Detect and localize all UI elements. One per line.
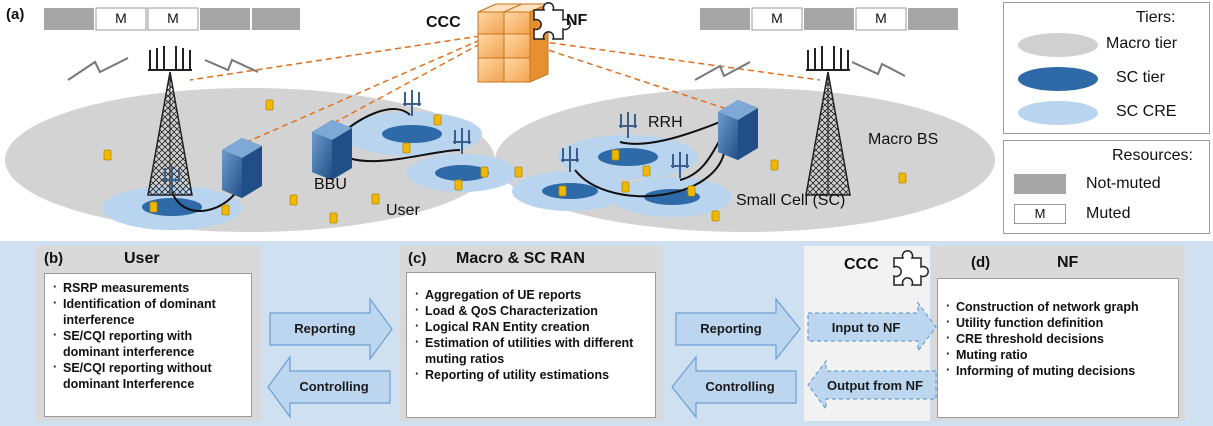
panel-ran: (c) Macro & SC RAN Aggregation of UE rep… — [400, 246, 663, 421]
arrow-controlling-ran — [671, 355, 797, 419]
small-cell-right-3 — [612, 177, 732, 217]
flow-arrows — [267, 297, 937, 419]
legend-label-cre: SC CRE — [1116, 103, 1177, 120]
small-cell-right-2 — [512, 171, 628, 211]
panel-nf-title: NF — [1057, 254, 1079, 271]
legend-swatch-sc — [1018, 67, 1098, 91]
legend-tiers-title: Tiers: — [1136, 9, 1176, 26]
network-scenario-illustration — [5, 2, 995, 232]
list-item: CRE threshold decisions — [946, 330, 1170, 347]
list-item: Reporting of utility estimations — [415, 366, 647, 383]
bbu-server-right — [718, 100, 758, 160]
macro-bs-label: Macro BS — [868, 131, 939, 148]
legend-swatch-not-muted — [1014, 174, 1066, 194]
ccc-server-icon — [477, 3, 549, 83]
panel-user-title: User — [124, 250, 160, 267]
legend-label-macro: Macro tier — [1106, 35, 1178, 52]
list-item: Estimation of utilities with different m… — [415, 334, 647, 367]
macro-tower-left — [147, 46, 193, 196]
panel-nf-list-box: Construction of network graph Utility fu… — [937, 278, 1179, 418]
puzzle-icon — [533, 2, 571, 40]
arrow-label-controlling: Controlling — [705, 379, 775, 394]
list-item: RSRP measurements — [53, 279, 243, 296]
legend-swatch-cre — [1018, 101, 1098, 125]
legend-tiers: Tiers: Macro tier SC tier SC CRE — [1003, 2, 1210, 134]
list-item: SE/CQI reporting with dominant interfere… — [53, 327, 243, 360]
panel-user-list-box: RSRP measurements Identification of domi… — [44, 273, 252, 417]
small-cell-mid-1 — [342, 112, 482, 156]
resource-bar-right — [700, 7, 958, 31]
panel-letter-a: (a) — [6, 6, 25, 23]
list-item: Logical RAN Entity creation — [415, 318, 647, 335]
arrow-label-controlling: Controlling — [299, 379, 369, 394]
nf-label: NF — [566, 12, 588, 29]
macro-tower-right — [805, 46, 851, 196]
list-item: Muting ratio — [946, 346, 1170, 363]
arrow-label-reporting: Reporting — [294, 321, 356, 336]
panel-ran-list-box: Aggregation of UE reports Load & QoS Cha… — [406, 272, 656, 418]
panel-user: (b) User RSRP measurements Identificatio… — [36, 246, 261, 421]
muted-mark: M — [875, 10, 887, 26]
muted-mark: M — [771, 10, 783, 26]
legend-resources: Resources: Not-muted M Muted — [1003, 140, 1210, 234]
arrow-reporting-ran — [675, 297, 801, 361]
legend-swatch-macro — [1018, 33, 1098, 57]
bbu-label: BBU — [314, 176, 347, 193]
panel-ran-list: Aggregation of UE reports Load & QoS Cha… — [415, 286, 647, 383]
list-item: Informing of muting decisions — [946, 362, 1170, 379]
arrow-label-input-nf: Input to NF — [831, 320, 901, 335]
panel-letter-c: (c) — [408, 250, 427, 267]
list-item: Aggregation of UE reports — [415, 286, 647, 303]
arrow-label-reporting: Reporting — [700, 321, 762, 336]
small-cell-label: Small Cell (SC) — [736, 192, 846, 209]
panel-letter-b: (b) — [44, 250, 64, 267]
rrh-label: RRH — [648, 114, 683, 131]
ccc-label: CCC — [426, 14, 461, 31]
arrow-input-to-nf — [807, 301, 937, 353]
resource-bar-left — [44, 7, 300, 31]
panel-ccc-title: CCC — [844, 256, 879, 273]
legend-label-not-muted: Not-muted — [1086, 175, 1161, 192]
legend-label-muted: Muted — [1086, 205, 1131, 222]
arrow-label-output-nf: Output from NF — [826, 378, 924, 393]
list-item: Identification of dominant interference — [53, 295, 243, 328]
panel-nf: (d) NF Construction of network graph Uti… — [931, 246, 1185, 421]
legend-resources-title: Resources: — [1112, 147, 1193, 164]
panel-letter-d: (d) — [971, 254, 991, 271]
bbu-server-mid — [312, 120, 352, 180]
arrow-output-from-nf — [807, 359, 937, 411]
panel-user-list: RSRP measurements Identification of domi… — [53, 279, 243, 392]
panel-ran-title: Macro & SC RAN — [456, 250, 585, 267]
legend-label-sc: SC tier — [1116, 69, 1165, 86]
legend-swatch-muted: M — [1014, 204, 1066, 224]
wireless-links — [67, 57, 906, 81]
user-label: User — [386, 202, 420, 219]
list-item: SE/CQI reporting without dominant Interf… — [53, 359, 243, 392]
user-devices — [103, 99, 907, 224]
backhaul-links — [189, 35, 821, 146]
muted-mark: M — [115, 10, 127, 26]
arrow-controlling-user — [267, 355, 391, 419]
puzzle-icon — [893, 250, 929, 286]
panel-nf-list: Construction of network graph Utility fu… — [946, 298, 1170, 379]
arrow-reporting-user — [269, 297, 393, 361]
rrh-antennas — [163, 90, 689, 192]
list-item: Utility function definition — [946, 314, 1170, 331]
bbu-server-left — [222, 138, 262, 198]
muted-mark: M — [167, 10, 179, 26]
list-item: Load & QoS Characterization — [415, 302, 647, 319]
small-cell-mid-2 — [407, 154, 517, 192]
list-item: Construction of network graph — [946, 298, 1170, 315]
